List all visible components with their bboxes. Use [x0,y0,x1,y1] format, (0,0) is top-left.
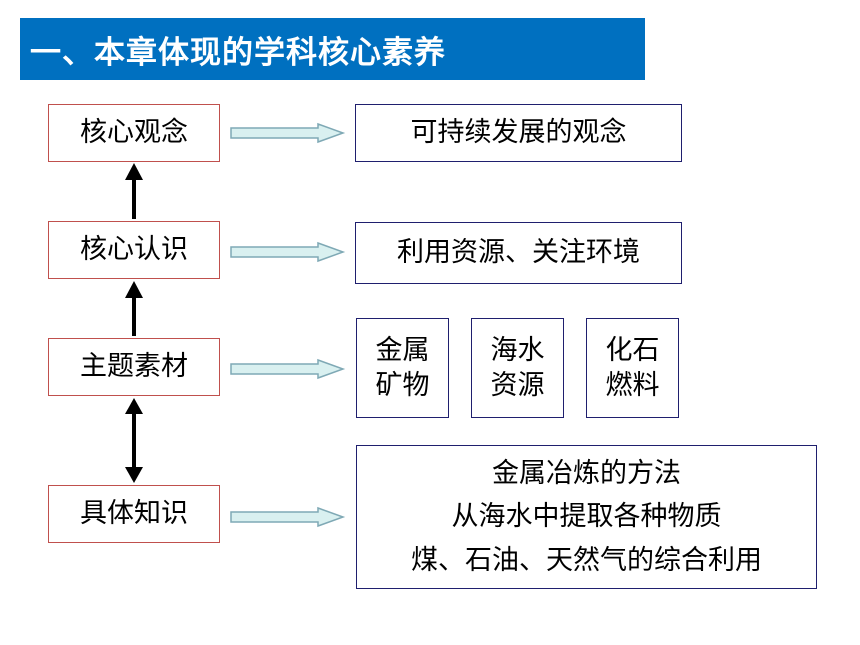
level-label: 核心观念 [80,117,188,149]
material-line: 海水 [490,334,545,366]
right-arrow-understanding [230,241,346,263]
level-box-topic-materials: 主题素材 [48,338,220,396]
material-box-seawater-resources: 海水 资源 [471,318,564,418]
right-arrow-knowledge [230,506,346,528]
material-box-fossil-fuels: 化石 燃料 [586,318,679,418]
material-box-metal-minerals: 金属 矿物 [356,318,449,418]
up-arrow-materials-to-understanding [125,281,143,336]
material-line: 矿物 [375,370,430,401]
detail-box-concept: 可持续发展的观念 [355,104,682,162]
knowledge-line: 煤、石油、天然气的综合利用 [411,544,762,576]
material-line: 化石 [605,334,660,366]
material-line: 资源 [490,370,545,401]
level-label: 主题素材 [80,351,188,383]
level-box-core-concept: 核心观念 [48,104,220,162]
knowledge-line: 从海水中提取各种物质 [451,501,722,533]
material-line: 金属 [375,334,430,366]
right-arrow-concept [230,122,346,144]
knowledge-line: 金属冶炼的方法 [492,458,681,490]
level-box-specific-knowledge: 具体知识 [48,485,220,543]
level-label: 核心认识 [80,234,188,266]
level-box-core-understanding: 核心认识 [48,221,220,279]
right-arrow-materials [230,358,346,380]
detail-box-understanding: 利用资源、关注环境 [355,222,682,284]
detail-text: 利用资源、关注环境 [397,237,640,269]
up-arrow-understanding-to-concept [125,163,143,219]
detail-text: 可持续发展的观念 [410,117,627,149]
level-label: 具体知识 [80,498,188,530]
material-line: 燃料 [605,370,660,401]
page-title: 一、本章体现的学科核心素养 [20,18,645,80]
detail-box-knowledge: 金属冶炼的方法 从海水中提取各种物质 煤、石油、天然气的综合利用 [356,445,817,589]
double-arrow-materials-knowledge [125,398,143,483]
